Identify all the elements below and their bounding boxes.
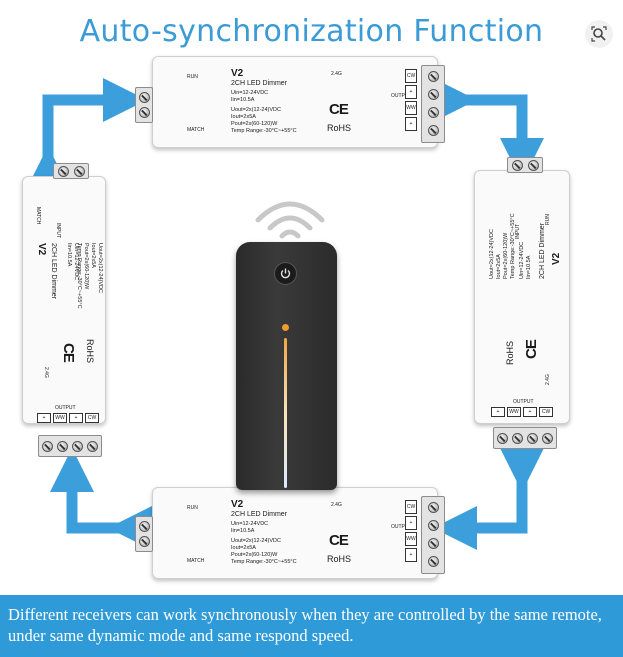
plus-terminal-label: + bbox=[405, 516, 417, 530]
sync-arrows bbox=[26, 78, 544, 550]
caption-banner: Different receivers can work synchronous… bbox=[0, 595, 623, 657]
receiver-left: MATCH INPUT V2 2CH LED Dimmer Uin=12-24V… bbox=[22, 163, 107, 457]
ww-terminal-label: WW bbox=[53, 413, 67, 423]
output-label: OUTPUT bbox=[513, 399, 534, 405]
ce-mark: CE bbox=[329, 532, 349, 549]
rohs-mark: RoHS bbox=[327, 123, 352, 133]
plus-terminal-label: + bbox=[405, 85, 417, 99]
sync-arrow-icon bbox=[50, 448, 152, 550]
search-lens-icon bbox=[591, 26, 607, 42]
match-label: MATCH bbox=[187, 127, 205, 133]
run-label: RUN bbox=[187, 505, 198, 511]
output-spec: Uout=2x(12-24)VDC Iout=2x5A Pout=2x(60-1… bbox=[489, 213, 516, 279]
ce-mark: CE bbox=[60, 343, 77, 362]
ww-terminal-label: WW bbox=[507, 407, 521, 417]
model-label: V2 bbox=[231, 499, 244, 510]
output-label: OUTPUT bbox=[391, 93, 412, 99]
rf-label: 2.4G bbox=[545, 374, 551, 385]
output-label: OUTPUT bbox=[391, 524, 412, 530]
model-label: V2 bbox=[36, 243, 47, 256]
plus-terminal-label: + bbox=[405, 117, 417, 131]
remote-power-button[interactable] bbox=[274, 262, 297, 285]
ce-mark: CE bbox=[329, 101, 349, 118]
output-terminal bbox=[421, 496, 445, 574]
ww-terminal-label: WW bbox=[405, 101, 417, 115]
input-terminal bbox=[53, 163, 89, 179]
receiver-right-label-area: RUN INPUT V2 2CH LED Dimmer Uin=12-24VDC… bbox=[475, 171, 571, 425]
input-spec: Uin=12-24VDC Iin=10.5A bbox=[231, 521, 269, 534]
cw-terminal-label: CW bbox=[405, 500, 417, 514]
power-icon bbox=[280, 268, 291, 279]
output-spec: Uout=2x(12-24)VDC Iout=2x5A Pout=2x(60-1… bbox=[76, 243, 103, 309]
model-label: V2 bbox=[551, 252, 562, 265]
ww-terminal-label: WW bbox=[405, 532, 417, 546]
remote-touch-slider[interactable] bbox=[284, 338, 287, 488]
match-label: MATCH bbox=[187, 558, 205, 564]
output-label: OUTPUT bbox=[55, 405, 76, 411]
receiver-right: RUN INPUT V2 2CH LED Dimmer Uin=12-24VDC… bbox=[474, 157, 571, 449]
output-terminal bbox=[493, 427, 557, 449]
product-name: 2CH LED Dimmer bbox=[539, 222, 546, 279]
rohs-mark: RoHS bbox=[85, 339, 95, 364]
sync-arrow-icon bbox=[433, 78, 544, 182]
input-spec: Uin=12-24VDC Iin=10.5A bbox=[231, 90, 269, 103]
illustration-stage: Auto-synchronization Function bbox=[0, 0, 623, 595]
rf-label: 2.4G bbox=[331, 502, 342, 508]
ce-mark: CE bbox=[523, 340, 540, 359]
product-name: 2CH LED Dimmer bbox=[50, 243, 57, 300]
plus-terminal-label: + bbox=[37, 413, 51, 423]
output-terminal bbox=[38, 435, 102, 457]
receiver-bottom: RUN MATCH V2 2CH LED Dimmer Uin=12-24VDC… bbox=[135, 487, 445, 579]
match-label: MATCH bbox=[35, 207, 41, 225]
sync-arrow-icon bbox=[433, 448, 544, 550]
model-label: V2 bbox=[231, 68, 244, 79]
input-label: INPUT bbox=[55, 223, 61, 238]
product-name: 2CH LED Dimmer bbox=[231, 80, 288, 87]
plus-terminal-label: + bbox=[491, 407, 505, 417]
page-title: Auto-synchronization Function bbox=[79, 14, 544, 49]
input-terminal bbox=[135, 87, 153, 123]
wifi-signal-icon bbox=[255, 201, 325, 239]
output-spec: Uout=2x(12-24)VDC Iout=2x5A Pout=2x(60-1… bbox=[231, 538, 297, 565]
remote-control bbox=[236, 242, 337, 490]
plus-terminal-label: + bbox=[523, 407, 537, 417]
cw-terminal-label: CW bbox=[405, 69, 417, 83]
output-terminal bbox=[421, 65, 445, 143]
rf-label: 2.4G bbox=[331, 71, 342, 77]
sync-arrow-icon bbox=[26, 78, 147, 190]
input-terminal bbox=[507, 157, 543, 173]
plus-terminal-label: + bbox=[69, 413, 83, 423]
cw-terminal-label: CW bbox=[85, 413, 99, 423]
cw-terminal-label: CW bbox=[539, 407, 553, 417]
receiver-top: RUN MATCH V2 2CH LED Dimmer Uin=12-24VDC… bbox=[135, 56, 445, 148]
rohs-mark: RoHS bbox=[505, 340, 515, 365]
input-terminal bbox=[135, 516, 153, 552]
output-spec: Uout=2x(12-24)VDC Iout=2x5A Pout=2x(60-1… bbox=[231, 107, 297, 134]
plus-terminal-label: + bbox=[405, 548, 417, 562]
remote-indicator-led bbox=[282, 324, 289, 331]
product-name: 2CH LED Dimmer bbox=[231, 511, 288, 518]
rf-label: 2.4G bbox=[43, 367, 49, 378]
run-label: RUN bbox=[187, 74, 198, 80]
receiver-left-label-area: MATCH INPUT V2 2CH LED Dimmer Uin=12-24V… bbox=[23, 177, 107, 425]
rohs-mark: RoHS bbox=[327, 554, 352, 564]
visual-search-button[interactable] bbox=[585, 20, 613, 48]
input-spec: Uin=12-24VDC Iin=10.5A bbox=[519, 241, 532, 279]
